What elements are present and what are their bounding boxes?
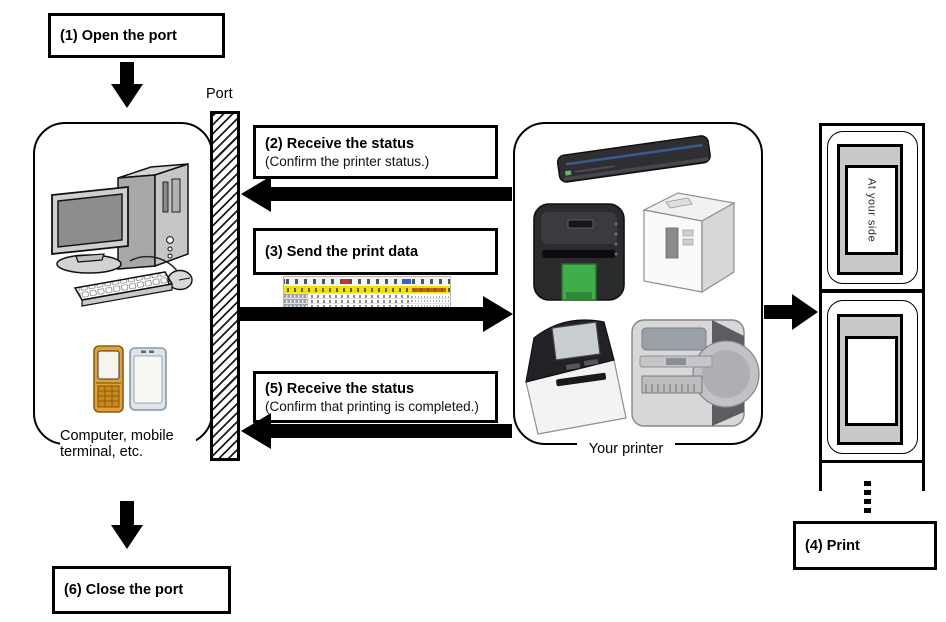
hex-address-cell: [284, 294, 308, 298]
hex-row: [284, 302, 450, 308]
tape-white-1: At your side: [845, 165, 898, 255]
compact-label-printer-illustration: [525, 319, 627, 435]
step2-title: (2) Receive the status: [265, 135, 415, 152]
step4-box: (4) Print: [793, 521, 937, 570]
arrow-shaft: [269, 424, 512, 438]
mobile-printer-illustration: [533, 203, 625, 301]
step1-label: (1) Open the port: [60, 27, 177, 44]
hex-ascii-cell: [410, 294, 450, 298]
step5-subtitle: (Confirm that printing is completed.): [265, 398, 479, 414]
arrow-shaft: [120, 62, 134, 85]
computer-caption: Computer, mobile terminal, etc.: [60, 428, 196, 460]
computer-caption-line2: terminal, etc.: [60, 444, 143, 460]
arrow-shaft: [120, 501, 134, 526]
wide-label-printer-illustration: [631, 319, 760, 427]
step3-title: (3) Send the print data: [265, 243, 419, 260]
arrow-head: [241, 413, 271, 449]
down-arrow-icon: [111, 62, 143, 108]
step2-subtitle: (Confirm the printer status.): [265, 153, 430, 169]
tape-label-text: At your side: [865, 177, 878, 243]
step6-label: (6) Close the port: [64, 582, 184, 598]
arrow-head: [483, 296, 513, 332]
printers-illustration: [525, 135, 760, 435]
hex-row: [284, 293, 450, 298]
tablet-illustration: [129, 347, 167, 411]
portable-printer-illustration: [556, 135, 711, 183]
mobile-devices-illustration: [93, 345, 167, 413]
tape-white-2: [845, 336, 898, 426]
arrow-head: [111, 84, 143, 108]
hex-bytes-cell: [308, 298, 410, 303]
printer-caption: Your printer: [577, 441, 675, 457]
hex-bytes-cell: [308, 294, 410, 298]
computer-illustration: [51, 162, 193, 307]
flip-phone-illustration: [93, 345, 124, 413]
arrow-shaft: [764, 305, 796, 319]
step5-title: (5) Receive the status: [265, 380, 415, 397]
monitor-illustration: [51, 186, 129, 274]
hex-address-cell: [284, 298, 308, 303]
step1-box: (1) Open the port: [48, 13, 225, 58]
hex-bytes-cell: [308, 303, 410, 308]
arrow-head: [792, 294, 818, 330]
hex-ascii-cell: [410, 303, 450, 308]
ellipsis-dots-icon: [864, 481, 871, 517]
hex-toolbar-strip: [284, 277, 450, 286]
arrow-shaft: [240, 307, 485, 321]
port-label: Port: [206, 86, 233, 102]
hex-ascii-cell: [410, 298, 450, 303]
mouse-illustration: [129, 255, 193, 291]
left-arrow-icon: [241, 413, 512, 449]
tower-illustration: [117, 162, 189, 270]
step4-label: (4) Print: [805, 537, 860, 554]
step6-box: (6) Close the port: [52, 566, 231, 614]
step3-box: (3) Send the print data: [253, 228, 498, 275]
right-arrow-icon: [764, 294, 818, 330]
hex-row: [284, 297, 450, 303]
arrow-head: [241, 176, 271, 212]
down-arrow-icon: [111, 501, 143, 550]
port-bar: [210, 111, 240, 461]
step2-box: (2) Receive the status (Confirm the prin…: [253, 125, 498, 179]
tape-stub: [819, 463, 925, 491]
computer-caption-line1: Computer, mobile: [60, 428, 174, 444]
hex-address-cell: [284, 303, 308, 308]
step5-box: (5) Receive the status (Confirm that pri…: [253, 371, 498, 423]
keyboard-illustration: [73, 271, 174, 307]
arrow-shaft: [269, 187, 512, 201]
left-arrow-icon: [241, 176, 512, 212]
cube-label-printer-illustration: [642, 192, 736, 294]
hex-header-row: [284, 286, 450, 293]
right-arrow-icon: [240, 296, 513, 332]
arrow-head: [111, 525, 143, 549]
